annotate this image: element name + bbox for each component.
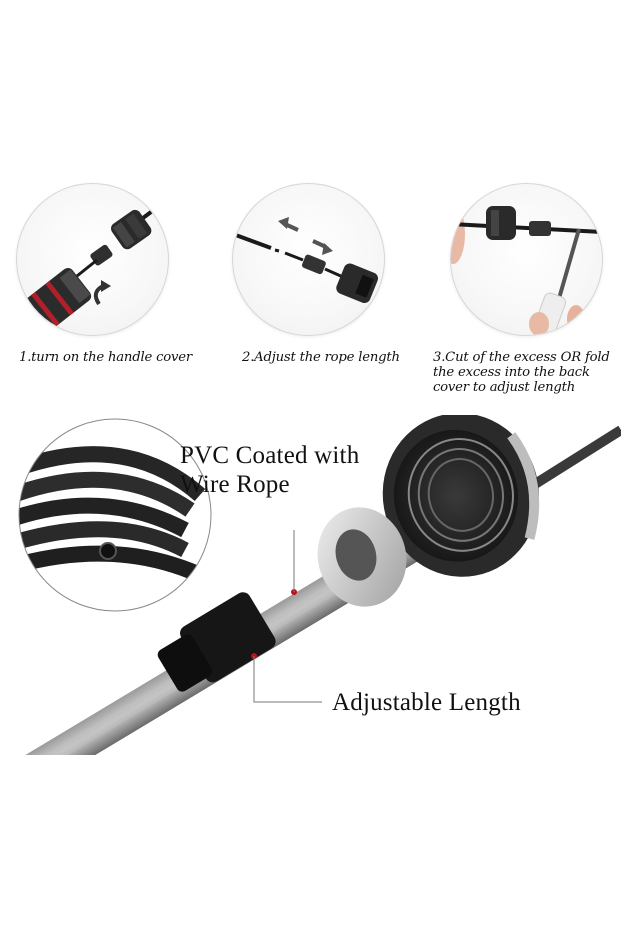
step-1-illustration xyxy=(16,183,169,336)
pvc-label-line-1: PVC Coated with xyxy=(180,442,360,469)
pvc-coated-label: PVC Coated with Wire Rope xyxy=(180,441,359,499)
pvc-label-line-2: Wire Rope xyxy=(180,471,290,498)
step-3-caption: 3.Cut of the excess OR fold the excess i… xyxy=(433,350,610,395)
step-3-illustration xyxy=(450,183,603,336)
rope-feature-illustration xyxy=(0,415,621,755)
step-3-caption-line-2: the excess into the back xyxy=(433,365,590,380)
handle-cover-illustration xyxy=(17,196,168,335)
rope-adjust-illustration xyxy=(233,217,379,304)
step-2-illustration xyxy=(232,183,385,336)
rope-exploded-view xyxy=(0,415,621,755)
right-arrow-icon xyxy=(312,239,333,255)
adjustable-length-label: Adjustable Length xyxy=(332,689,521,716)
cut-rope-illustration xyxy=(451,204,602,335)
left-arrow-icon xyxy=(278,217,299,232)
step-2-caption: 2.Adjust the rope length xyxy=(242,350,400,365)
step-1-caption: 1.turn on the handle cover xyxy=(19,350,192,365)
step-3-caption-line-3: cover to adjust length xyxy=(433,380,576,395)
step-3-caption-line-1: 3.Cut of the excess OR fold xyxy=(433,350,610,365)
